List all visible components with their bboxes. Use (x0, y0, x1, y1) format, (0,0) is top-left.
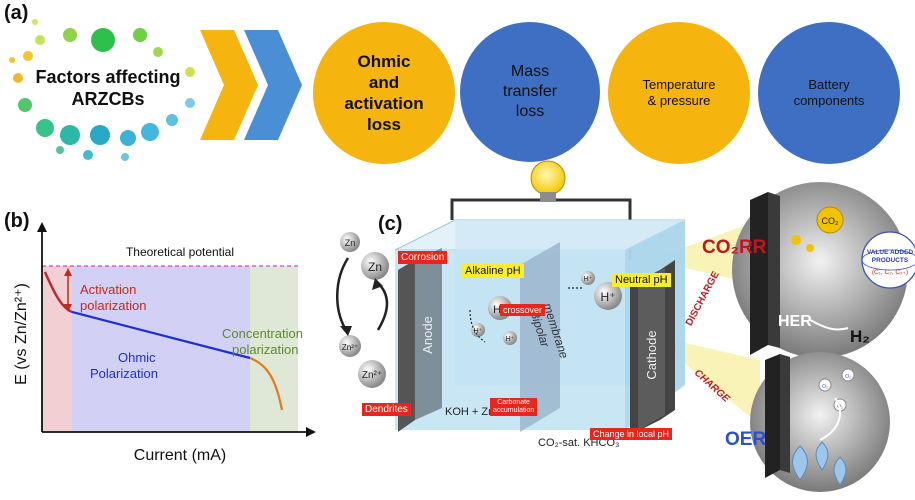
zn-big: Zn (368, 260, 382, 274)
chevron-blue (244, 30, 302, 140)
ohmic-label-1: Ohmic (118, 350, 156, 365)
co2-bubble: CO₂ (822, 216, 840, 226)
h-plus-3: H⁺ (506, 336, 515, 343)
zn2-big: Zn²⁺ (362, 370, 382, 381)
factors-line2: ARZCBs (71, 89, 145, 109)
value-added-2: PRODUCTS (872, 257, 909, 264)
products-label: (C₁, C₂, C₂₊) (872, 269, 908, 276)
corrosion-tag: Corrosion (398, 251, 448, 264)
neutral-tag: Neutral pH (612, 273, 671, 287)
factor-circle-2-line-2: transfer (502, 83, 558, 100)
factor-circle-4-line-1: Battery (808, 76, 850, 92)
ohmic-region (72, 266, 250, 432)
panel-a-label: (a) (4, 2, 29, 24)
zn-small: Zn (345, 238, 356, 248)
h-plus-2: H⁺ (474, 328, 483, 335)
factor-circle-2-line-1: Mass (510, 63, 550, 80)
panel-c-label: (c) (378, 213, 403, 235)
anode-label: Anode (420, 316, 435, 354)
chevrons (200, 30, 302, 140)
h-plus-5: H⁺ (584, 276, 593, 283)
factor-circle-1-line-4: loss (366, 115, 401, 135)
o2-1: O₂ (822, 384, 828, 390)
factor-circle-3-line-1: Temperature (642, 76, 716, 92)
discharge-label: DISCHARGE (684, 269, 722, 327)
carbonate-tag: Carbonate accumulation (490, 398, 538, 416)
factor-circle-2-line-3: loss (515, 103, 545, 120)
h2-label: H₂ (850, 327, 870, 346)
dendrites-tag: Dendrites (362, 403, 411, 416)
co2rr-label: CO₂RR (702, 237, 767, 258)
factor-circle-1-line-3: activation (344, 94, 424, 113)
concentration-label-1: Concentration (222, 326, 303, 341)
y-axis-label: E (vs Zn/Zn²⁺) (13, 283, 30, 385)
crossover-tag: crossover (500, 304, 546, 316)
o2-2: O₂ (845, 374, 851, 380)
oer-label: OER (725, 429, 766, 450)
carbonate-line1: Carbonate (497, 399, 530, 406)
alkaline-tag: Alkaline pH (462, 264, 524, 278)
khco3-label: CO₂-sat. KHCO₃ (538, 437, 619, 449)
activation-region (42, 266, 72, 432)
factor-circle-4-line-2: components (793, 93, 865, 108)
value-added-1: VALUE ADDED (867, 249, 914, 256)
h-plus-4: H⁺ (601, 290, 616, 304)
carbonate-line2: accumulation (493, 407, 535, 414)
ohmic-label-2: Polarization (90, 366, 158, 381)
local-ph-tag: Change in local pH (590, 428, 673, 440)
theoretical-label: Theoretical potential (126, 245, 234, 259)
activation-label-2: polarization (80, 298, 147, 313)
factor-circle-1-line-2: and (368, 72, 400, 92)
cathode-label: Cathode (644, 330, 659, 379)
chevron-yellow (200, 30, 258, 140)
activation-label-1: Activation (80, 282, 136, 297)
x-axis-label: Current (mA) (134, 447, 226, 464)
factor-circle-3-line-2: & pressure (647, 93, 711, 108)
factor-dots (9, 19, 195, 161)
factors-title: Factors affecting ARZCBs (28, 66, 188, 110)
factor-circle-1-line-1: Ohmic (357, 51, 411, 71)
zn2-small: Zn²⁺ (342, 343, 358, 352)
battery-diagram: Anode Cathode Bipolar membrane H⁺ H⁺ H⁺ … (336, 160, 915, 492)
concentration-region (250, 266, 298, 432)
factor-circle-2: Mass transfer loss (460, 22, 600, 162)
concentration-label-2: polarization (232, 342, 299, 357)
factors-line1: Factors affecting (35, 67, 181, 87)
factor-circle-3: Temperature& pressure (608, 22, 750, 164)
polarization-chart: Theoretical potential Activation polariz… (13, 222, 316, 464)
panel-b-label: (b) (4, 210, 30, 232)
her-label: HER (778, 313, 812, 330)
